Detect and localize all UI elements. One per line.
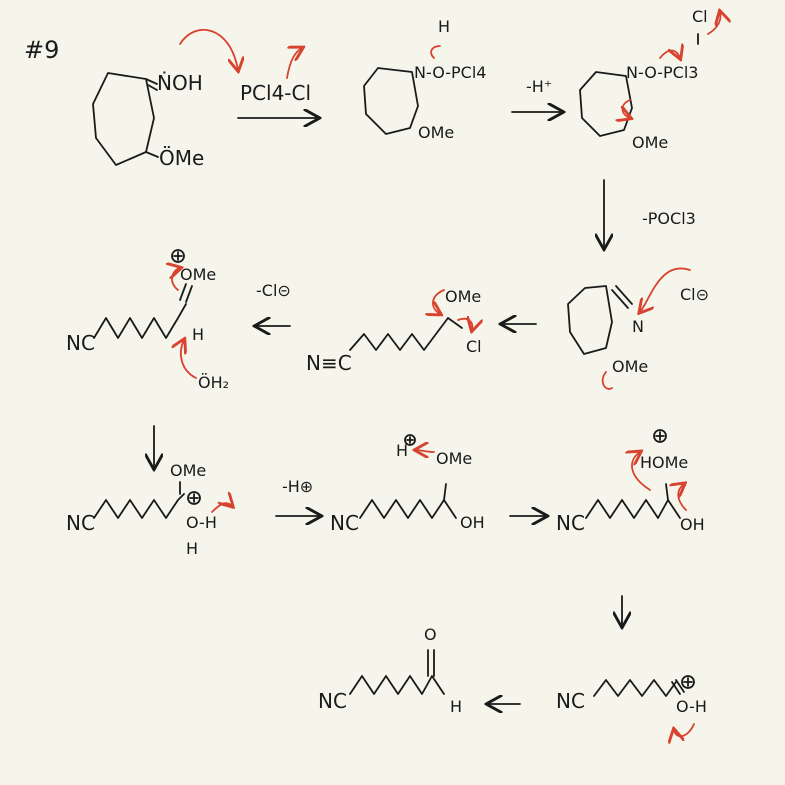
h-label-2: H — [438, 17, 450, 36]
red-arrow-protonation — [416, 450, 435, 452]
alkyl-chain-9 — [585, 499, 681, 519]
structure-1-oxime: ṄOH ÖMe — [92, 28, 238, 170]
water-label: ÖH₂ — [198, 373, 229, 392]
red-arrow-attack-1 — [179, 28, 238, 70]
n-o-pcl3-chain: N-O-PCl3 — [626, 63, 698, 82]
ome-label-7: OMe — [170, 461, 206, 480]
nitrile-label-10: NC — [556, 689, 585, 713]
nitrile-label-5: N≡C — [306, 351, 352, 375]
structure-2-adduct: H N-O-PCl4 OMe — [363, 17, 486, 142]
red-arrow-water-attack — [181, 340, 197, 379]
h-label-11: H — [450, 697, 462, 716]
chloride-anion: Cl⊝ — [680, 285, 709, 304]
red-arrow-ome-5 — [433, 289, 445, 314]
structure-9-protonated-ether: NC HOMe OH — [556, 429, 705, 535]
red-arrow-final-deprotonation — [674, 723, 695, 736]
h-label-7: H — [186, 539, 198, 558]
oh-label-10: O-H — [676, 697, 707, 716]
red-arrow-oh-push — [678, 484, 686, 511]
structure-7-protonated-hemiacetal: NC OMe O-H H — [66, 461, 232, 558]
oh-label-7: O-H — [186, 513, 217, 532]
home-label-9: HOMe — [640, 453, 688, 472]
structure-6-oxocarbenium: NC OMe H ÖH₂ — [66, 249, 229, 392]
cn-double-bond — [145, 78, 158, 85]
structure-8-hemiacetal: NC H OMe OH — [330, 434, 485, 535]
red-arrow-ring-shift — [623, 99, 631, 118]
ome-label-2: OMe — [418, 123, 454, 142]
o-label-11: O — [424, 625, 437, 644]
nitrile-label-7: NC — [66, 511, 95, 535]
nitrile-label-9: NC — [556, 511, 585, 535]
alkyl-chain-10 — [593, 679, 677, 697]
structure-11-product: NC O H — [318, 625, 462, 716]
minus-hplus-label: -H⊕ — [282, 477, 313, 496]
red-arrow-cl-3 — [707, 12, 721, 35]
structure-4-nitrilium: N Cl⊝ OMe — [567, 267, 709, 390]
alkyl-chain-8 — [359, 499, 457, 519]
ome-label-8: OMe — [436, 449, 472, 468]
ome-label-4: OMe — [612, 357, 648, 376]
alkyl-chain-7 — [93, 493, 185, 519]
red-arrow-ome-4 — [601, 371, 613, 390]
red-arrow-meoh-leave — [632, 452, 651, 491]
ome-label-6: OMe — [180, 265, 216, 284]
oh-label-9: OH — [680, 515, 705, 534]
ome-label-5: OMe — [445, 287, 481, 306]
alkyl-chain-6 — [93, 303, 187, 339]
cyclooctane-ring-2 — [363, 67, 419, 135]
red-curl-2 — [430, 45, 441, 59]
n-o-pcl4-chain: N-O-PCl4 — [414, 63, 486, 82]
red-arrow-cl-leave — [286, 48, 302, 79]
red-arrow-no-cleave — [659, 51, 680, 59]
ome-label-3: OMe — [632, 133, 668, 152]
red-arrow-deprotonation — [211, 503, 232, 513]
minus-chloride-label: -Cl⊝ — [256, 281, 291, 300]
plus-charge-9 — [653, 429, 667, 443]
minus-pocl3-label: -POCl3 — [642, 209, 696, 228]
problem-number: #9 — [24, 36, 59, 64]
cyclooctane-ring-3 — [579, 71, 633, 137]
red-arrow-cl-attack — [640, 267, 691, 312]
n-label-4: N — [632, 317, 644, 336]
nitrile-label-11: NC — [318, 689, 347, 713]
reagent-pcl5: PCl4-Cl — [240, 81, 311, 105]
oxime-noh: ṄOH — [157, 71, 203, 95]
cyclooctane-ring-1 — [92, 72, 155, 166]
cyclooctane-ring-4 — [567, 285, 613, 355]
nitrile-label-8: NC — [330, 511, 359, 535]
oh-label-8: OH — [460, 513, 485, 532]
h-plus-8: H — [396, 441, 408, 460]
structure-3-pcl3: Cl N-O-PCl3 OMe — [579, 7, 721, 152]
cl-top-label: Cl — [692, 7, 708, 26]
alkyl-chain-11 — [349, 675, 445, 695]
ome-label-1: ÖMe — [159, 146, 204, 170]
red-arrow-cl-5 — [457, 319, 472, 330]
alkyl-chain-5 — [349, 317, 449, 351]
structure-10-protonated-aldehyde: NC O-H — [556, 675, 707, 736]
minus-proton-label: -H⁺ — [526, 77, 552, 96]
h-label-6: H — [192, 325, 204, 344]
structure-5-chloroether: N≡C OMe Cl — [306, 287, 482, 375]
cl-label-5: Cl — [466, 337, 482, 356]
red-arrow-pi-6 — [172, 268, 180, 291]
nitrile-label-6: NC — [66, 331, 95, 355]
